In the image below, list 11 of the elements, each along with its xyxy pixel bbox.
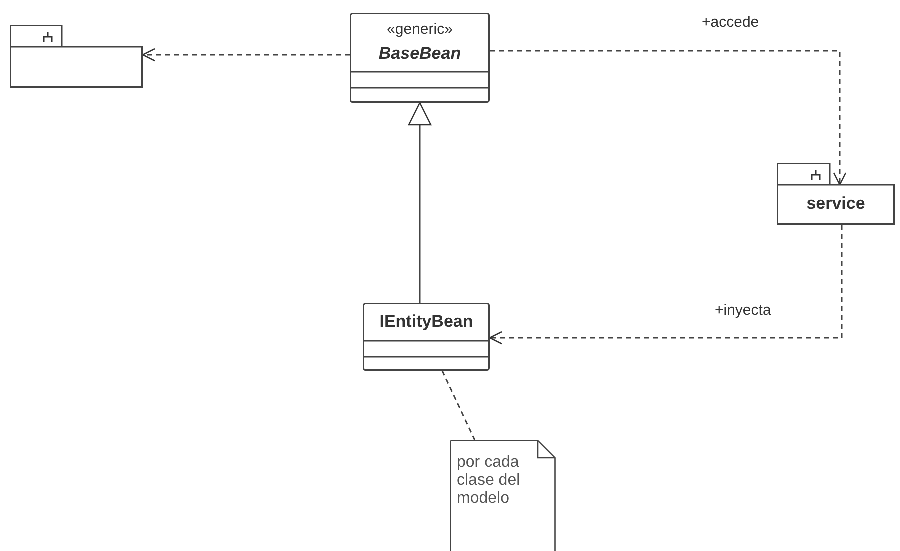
edge-label: +inyecta [713, 302, 774, 319]
dependency-arrow [489, 225, 843, 345]
class-name: IEntityBean [378, 312, 474, 332]
note-text: por cada clase del modelo [457, 454, 522, 508]
dashed-line [442, 370, 476, 440]
class-name: BaseBean [378, 44, 462, 64]
generalization-arrow [408, 102, 432, 303]
stereotype: «generic» [386, 21, 454, 38]
package-name: service [806, 194, 866, 214]
dependency-arrow [490, 50, 847, 186]
dependency-arrow [142, 48, 350, 62]
